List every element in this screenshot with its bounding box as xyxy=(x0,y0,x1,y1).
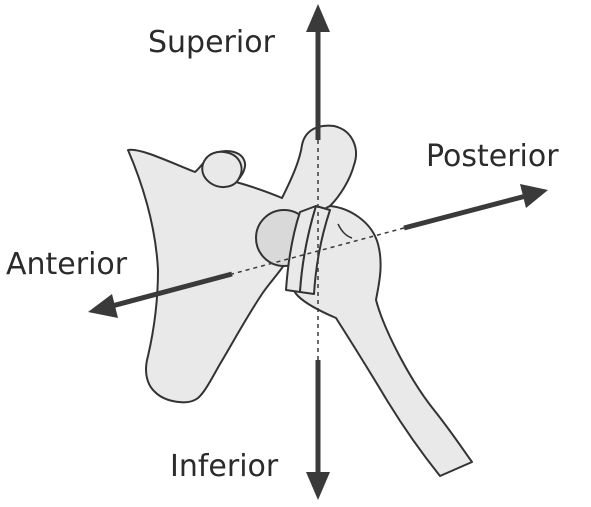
superior-label: Superior xyxy=(148,25,275,60)
inferior-arrowhead xyxy=(306,472,330,500)
humerus-notch xyxy=(337,223,353,239)
coracoid-process xyxy=(201,150,243,188)
posterior-arrowhead xyxy=(520,184,548,208)
inferior-label: Inferior xyxy=(170,449,279,484)
anterior-label: Anterior xyxy=(6,247,128,282)
anterior-axis-line xyxy=(111,271,233,309)
posterior-label: Posterior xyxy=(426,139,559,174)
anterior-arrowhead xyxy=(88,294,118,318)
horizontal-axis-dashed xyxy=(231,227,405,275)
joint-spacer-inner xyxy=(299,205,331,295)
posterior-axis-line xyxy=(403,193,527,231)
superior-arrowhead xyxy=(306,4,330,32)
